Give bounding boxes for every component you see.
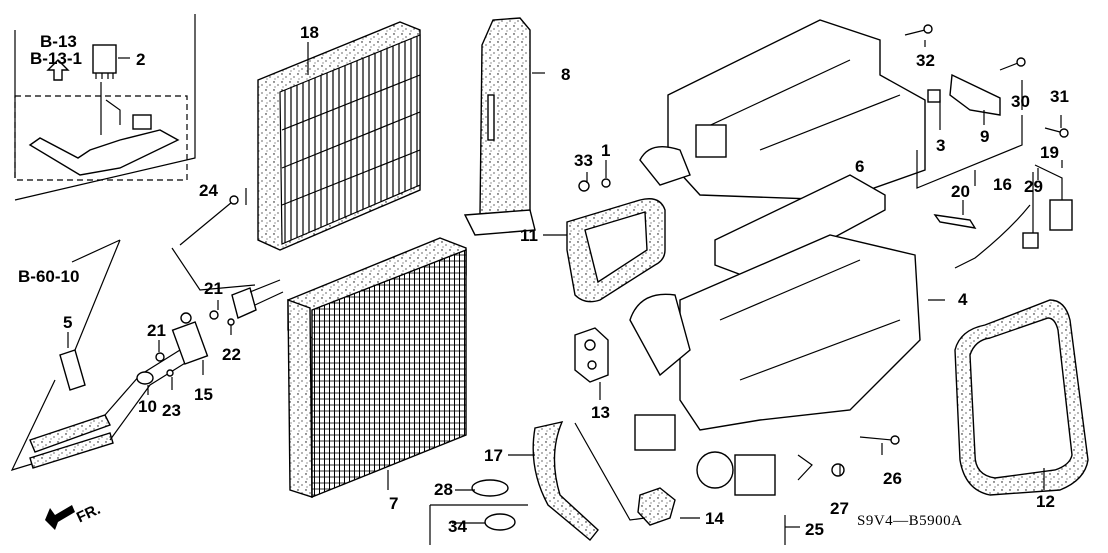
- o-ring-23: [166, 369, 174, 377]
- front-direction-arrow-icon: [45, 505, 75, 530]
- bolt-part-30: [999, 62, 1019, 71]
- callout-13: 13: [591, 403, 610, 422]
- bracket-part-8: [463, 17, 536, 236]
- up-arrow-icon: [46, 59, 70, 81]
- pipe-flange: [231, 287, 257, 319]
- fuse-box: [28, 129, 180, 176]
- callout-20: 20: [951, 182, 970, 201]
- callout-25: 25: [805, 520, 824, 539]
- callout-17: 17: [484, 446, 503, 465]
- clamp-part-28: [471, 479, 509, 497]
- callout-18: 18: [300, 23, 319, 42]
- callout-21b: 21: [204, 279, 223, 298]
- leader-lines: [67, 40, 1063, 528]
- callout-29: 29: [1024, 177, 1043, 196]
- thermistor-wire: [954, 204, 1031, 269]
- callout-31: 31: [1050, 87, 1069, 106]
- clip-part-5: [59, 349, 86, 391]
- callout-15: 15: [194, 385, 213, 404]
- callout-10: 10: [138, 397, 157, 416]
- washer-part-1: [601, 178, 611, 188]
- o-ring-21b: [209, 310, 219, 320]
- callout-24: 24: [199, 181, 218, 200]
- clamp-part-34: [484, 513, 516, 531]
- callout-7: 7: [389, 494, 399, 513]
- sensor-part-29: [1022, 232, 1039, 249]
- evaporator-part-7: [287, 237, 467, 499]
- expansion-valve-part-15: [171, 321, 209, 365]
- pipe-assembly-part-10: [29, 349, 191, 469]
- nut-part-27: [831, 463, 845, 477]
- callout-22: 22: [222, 345, 241, 364]
- air-filter-part-18: [257, 21, 421, 251]
- o-ring-21a: [155, 352, 165, 362]
- nut-part-3: [927, 89, 941, 103]
- callout-23: 23: [162, 401, 181, 420]
- callout-33: 33: [574, 151, 593, 170]
- callout-2: 2: [136, 50, 146, 69]
- o-ring-22: [227, 318, 235, 326]
- cover-part-6: [714, 174, 886, 281]
- callout-14: 14: [705, 509, 724, 528]
- callout-1: 1: [601, 141, 611, 160]
- ref-b13[interactable]: B-13: [40, 32, 77, 51]
- drain-hose-part-17: [532, 421, 599, 541]
- packing-part-13: [574, 327, 609, 383]
- callout-11: 11: [520, 226, 538, 245]
- callout-26: 26: [883, 469, 902, 488]
- callout-27: 27: [830, 499, 849, 518]
- callout-19: 19: [1040, 143, 1059, 162]
- callout-5: 5: [63, 313, 73, 332]
- ref-b13-1[interactable]: B-13-1: [30, 49, 82, 68]
- callout-21a: 21: [147, 321, 166, 340]
- callout-8: 8: [561, 65, 571, 84]
- callout-4: 4: [958, 290, 968, 309]
- callout-12: 12: [1036, 492, 1055, 511]
- diagram-code: S9V4—B5900A: [857, 513, 963, 529]
- connector-part-19: [1049, 199, 1073, 231]
- callout-30: 30: [1011, 92, 1030, 111]
- bolt-part-24: [179, 201, 233, 246]
- callout-28: 28: [434, 480, 453, 499]
- relay-part-2: [92, 44, 117, 74]
- grommet-part-14: [637, 487, 676, 526]
- ref-b60-10[interactable]: B-60-10: [18, 267, 80, 286]
- screw-part-26: [859, 436, 893, 441]
- inset-border: [14, 14, 196, 201]
- relay-inset: [14, 14, 196, 201]
- callout-16: 16: [993, 175, 1012, 194]
- sensor-clip-part-20: [933, 214, 977, 229]
- lower-case-part-4: [629, 234, 921, 496]
- nut-part-33: [578, 180, 590, 192]
- callout-34: 34: [448, 517, 467, 536]
- bolt-part-31: [1044, 127, 1061, 133]
- callout-32: 32: [916, 51, 935, 70]
- bracket-part-9: [949, 73, 1001, 116]
- upper-case: [639, 19, 926, 201]
- callout-9: 9: [980, 127, 990, 146]
- bolt-part-32: [904, 29, 926, 36]
- callout-6: 6: [855, 157, 865, 176]
- callout-3: 3: [936, 136, 946, 155]
